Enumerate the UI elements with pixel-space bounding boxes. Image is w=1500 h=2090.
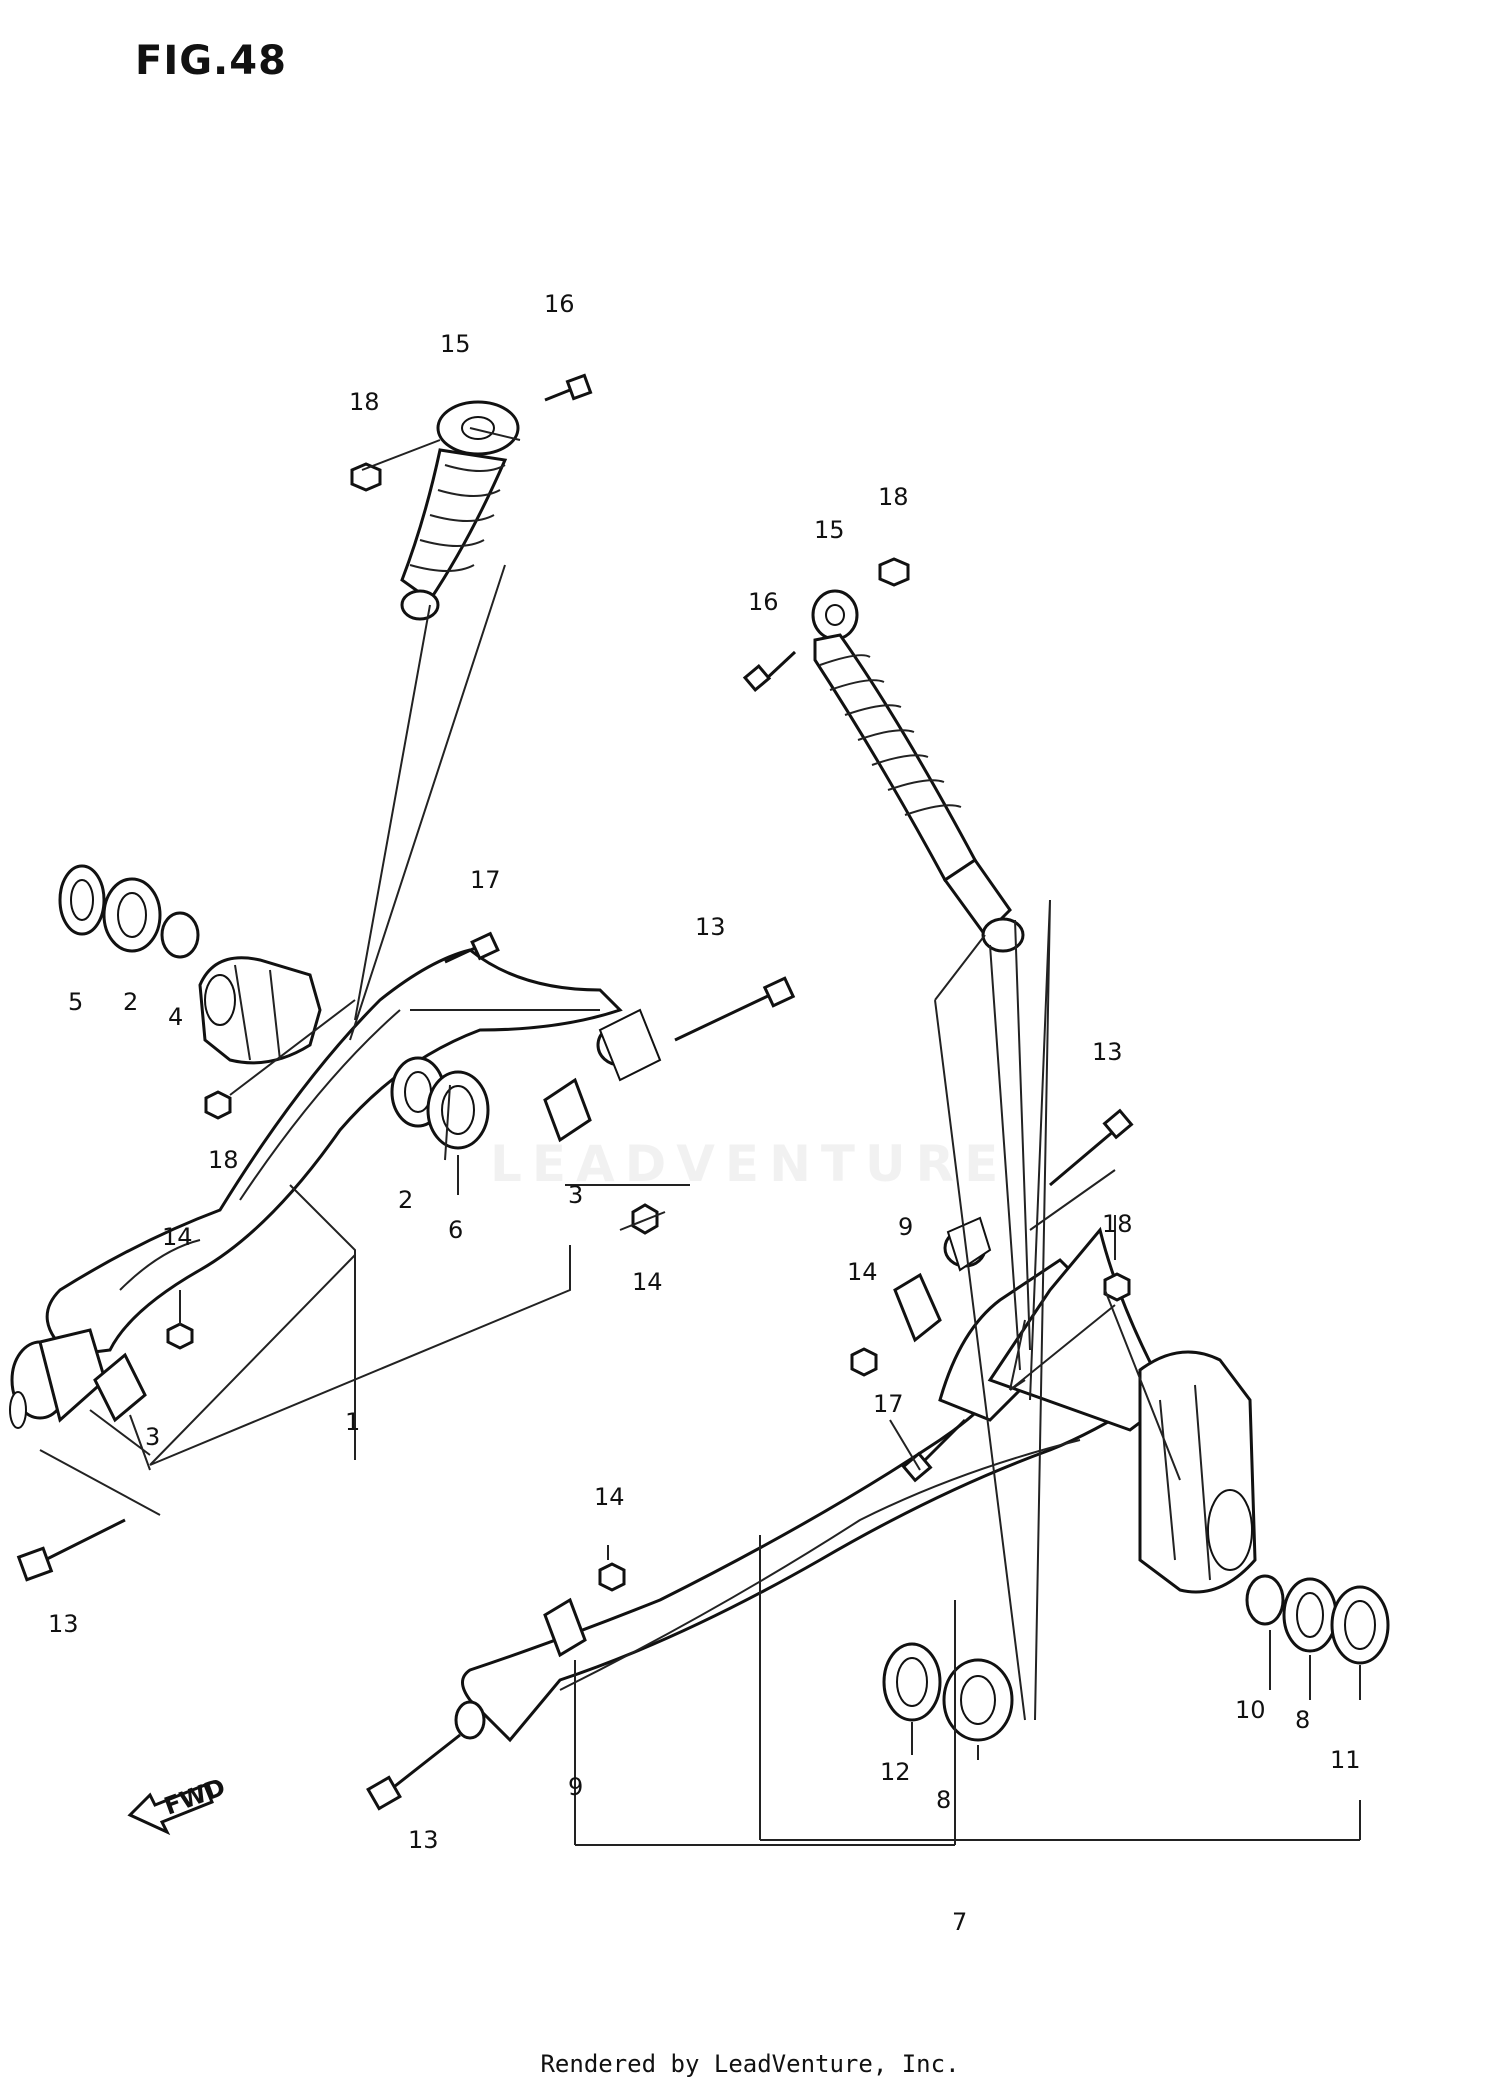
right-bearing-8-inner — [942, 1658, 1014, 1742]
callout-18: 18 — [1102, 1210, 1133, 1238]
callout-16: 16 — [544, 290, 575, 318]
right-spacer-10 — [1245, 1574, 1285, 1626]
callout-13: 13 — [408, 1826, 439, 1854]
callout-9: 9 — [568, 1773, 583, 1801]
right-seal-11 — [1330, 1585, 1390, 1665]
left-spacer-4 — [160, 911, 200, 959]
callout-18: 18 — [208, 1146, 239, 1174]
right-shock-absorber — [811, 589, 1025, 953]
callout-17: 17 — [873, 1390, 904, 1418]
forward-direction-arrow: FWD — [127, 1773, 229, 1836]
left-knuckle-hub — [198, 956, 322, 1065]
callout-14: 14 — [162, 1223, 193, 1251]
callout-6: 6 — [448, 1216, 463, 1244]
callout-labels: 1 2 2 3 3 4 5 6 7 8 8 9 9 10 11 12 13 13… — [48, 290, 1361, 1936]
right-nut-14-a — [850, 1347, 878, 1377]
right-shock-bolt — [742, 650, 797, 693]
right-nut-14-b — [598, 1562, 626, 1592]
callout-4: 4 — [168, 1003, 183, 1031]
left-seal-6 — [426, 1070, 490, 1150]
callout-15: 15 — [440, 330, 471, 358]
right-bolt-17 — [901, 1418, 967, 1483]
callout-3: 3 — [568, 1181, 583, 1209]
right-bolt-13-upper — [1049, 1108, 1134, 1187]
right-bushing-9-lower — [543, 1597, 587, 1658]
callout-13: 13 — [695, 913, 726, 941]
left-bearing-2-upper — [102, 877, 162, 953]
callout-15: 15 — [814, 516, 845, 544]
callout-14: 14 — [594, 1483, 625, 1511]
left-shock-upper-bolt — [544, 373, 593, 402]
left-nut-18 — [204, 1090, 232, 1120]
left-leader-lines — [39, 427, 690, 1516]
left-shock-nut — [350, 462, 382, 492]
callout-13: 13 — [1092, 1038, 1123, 1066]
callout-12: 12 — [880, 1758, 911, 1786]
footer-credit: Rendered by LeadVenture, Inc. — [540, 2050, 960, 2078]
right-seal-12 — [882, 1642, 942, 1722]
left-bolt-13-rear — [674, 976, 796, 1042]
left-bolt-17 — [444, 931, 500, 964]
callout-3: 3 — [145, 1423, 160, 1451]
callout-8: 8 — [1295, 1706, 1310, 1734]
right-bearing-8-outer — [1282, 1577, 1338, 1653]
right-leader-lines — [574, 899, 1361, 1846]
right-knuckle-hub — [1138, 1350, 1257, 1594]
callout-2: 2 — [398, 1186, 413, 1214]
right-shock-nut — [878, 557, 910, 587]
callout-1: 1 — [345, 1408, 360, 1436]
callout-2: 2 — [123, 988, 138, 1016]
callout-10: 10 — [1235, 1696, 1266, 1724]
callout-18: 18 — [878, 483, 909, 511]
right-bolt-13-lower — [366, 1733, 461, 1811]
callout-17: 17 — [470, 866, 501, 894]
direction-arrow-label: FWD — [160, 1773, 229, 1821]
right-swing-arm — [454, 1226, 1172, 1743]
right-nut-18 — [1103, 1272, 1131, 1302]
left-bearing-2-lower — [390, 1056, 446, 1128]
callout-8: 8 — [936, 1786, 951, 1814]
left-bushing-3-rear — [543, 1008, 662, 1143]
left-bushing-3-front — [93, 1352, 147, 1423]
callout-11: 11 — [1330, 1746, 1361, 1774]
left-shock-absorber — [400, 400, 520, 621]
left-bolt-13-front — [16, 1518, 126, 1582]
figure-title: FIG.48 — [135, 38, 287, 84]
callout-14: 14 — [847, 1258, 878, 1286]
callout-16: 16 — [748, 588, 779, 616]
callout-9: 9 — [898, 1213, 913, 1241]
left-nut-14-a — [166, 1322, 194, 1350]
callout-7: 7 — [952, 1908, 967, 1936]
callout-18: 18 — [349, 388, 380, 416]
watermark: LEADVENTURE — [490, 1135, 1009, 1193]
callout-5: 5 — [68, 988, 83, 1016]
callout-13: 13 — [48, 1610, 79, 1638]
callout-14: 14 — [632, 1268, 663, 1296]
left-bearing-5 — [58, 864, 106, 936]
